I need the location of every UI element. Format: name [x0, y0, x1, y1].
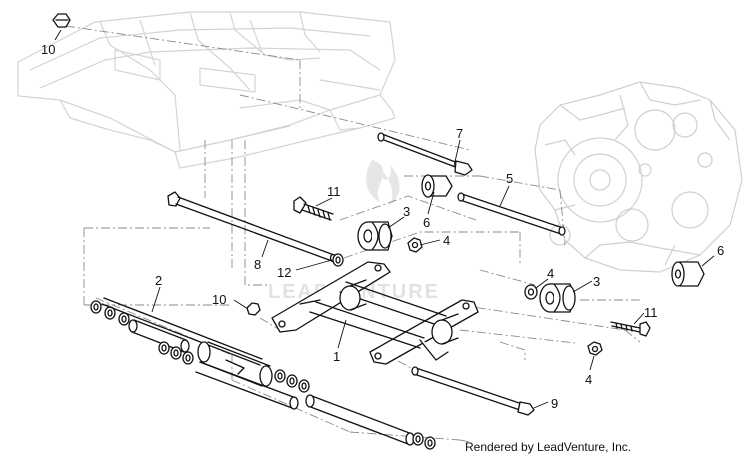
- bushing-3-upper: [357, 221, 393, 251]
- washer-4-right: [524, 284, 538, 300]
- callout-3-right: 3: [593, 274, 600, 289]
- linkage-2: [90, 297, 436, 450]
- bolt-11-upper: [293, 196, 334, 221]
- callouts: 10 7 11 3 6 5 4 8 12 2 10 1 4 3 11 6 4 9: [41, 42, 724, 411]
- bolt-9: [411, 366, 535, 416]
- callout-4-lower: 4: [585, 372, 592, 387]
- callout-9: 9: [551, 396, 558, 411]
- parts: [52, 13, 705, 450]
- frame-background: [17, 11, 396, 169]
- callout-2: 2: [155, 273, 162, 288]
- nut-10-top: [52, 13, 71, 28]
- callout-4-upper: 4: [443, 233, 450, 248]
- nut-10-middle: [246, 302, 261, 316]
- washer-12: [332, 253, 344, 267]
- leader-lines: [54, 29, 715, 409]
- callout-6-upper: 6: [423, 215, 430, 230]
- bolt-7: [377, 132, 473, 176]
- bolt-8: [167, 191, 337, 263]
- centerlines: [65, 25, 641, 443]
- bushing-6-upper: [421, 174, 453, 198]
- engine-background: [534, 81, 743, 273]
- pin-5: [457, 192, 566, 236]
- bushing-3-right: [539, 283, 576, 313]
- callout-10-middle: 10: [212, 292, 226, 307]
- callout-11-upper: 11: [327, 184, 341, 199]
- nut-4-upper: [407, 237, 423, 253]
- bushing-6-right: [671, 261, 705, 287]
- render-credit: Rendered by LeadVenture, Inc.: [465, 440, 631, 454]
- callout-4-right: 4: [547, 266, 554, 281]
- callout-6-right: 6: [717, 243, 724, 258]
- callout-11-right: 11: [644, 305, 658, 320]
- callout-5: 5: [506, 171, 513, 186]
- swing-arm-1: [271, 261, 479, 365]
- bolt-11-right: [610, 321, 651, 337]
- callout-8: 8: [254, 257, 261, 272]
- callout-10-top: 10: [41, 42, 55, 57]
- nut-4-lower: [587, 341, 603, 356]
- callout-3-upper: 3: [403, 204, 410, 219]
- callout-7: 7: [456, 126, 463, 141]
- callout-12: 12: [277, 265, 291, 280]
- callout-1: 1: [333, 349, 340, 364]
